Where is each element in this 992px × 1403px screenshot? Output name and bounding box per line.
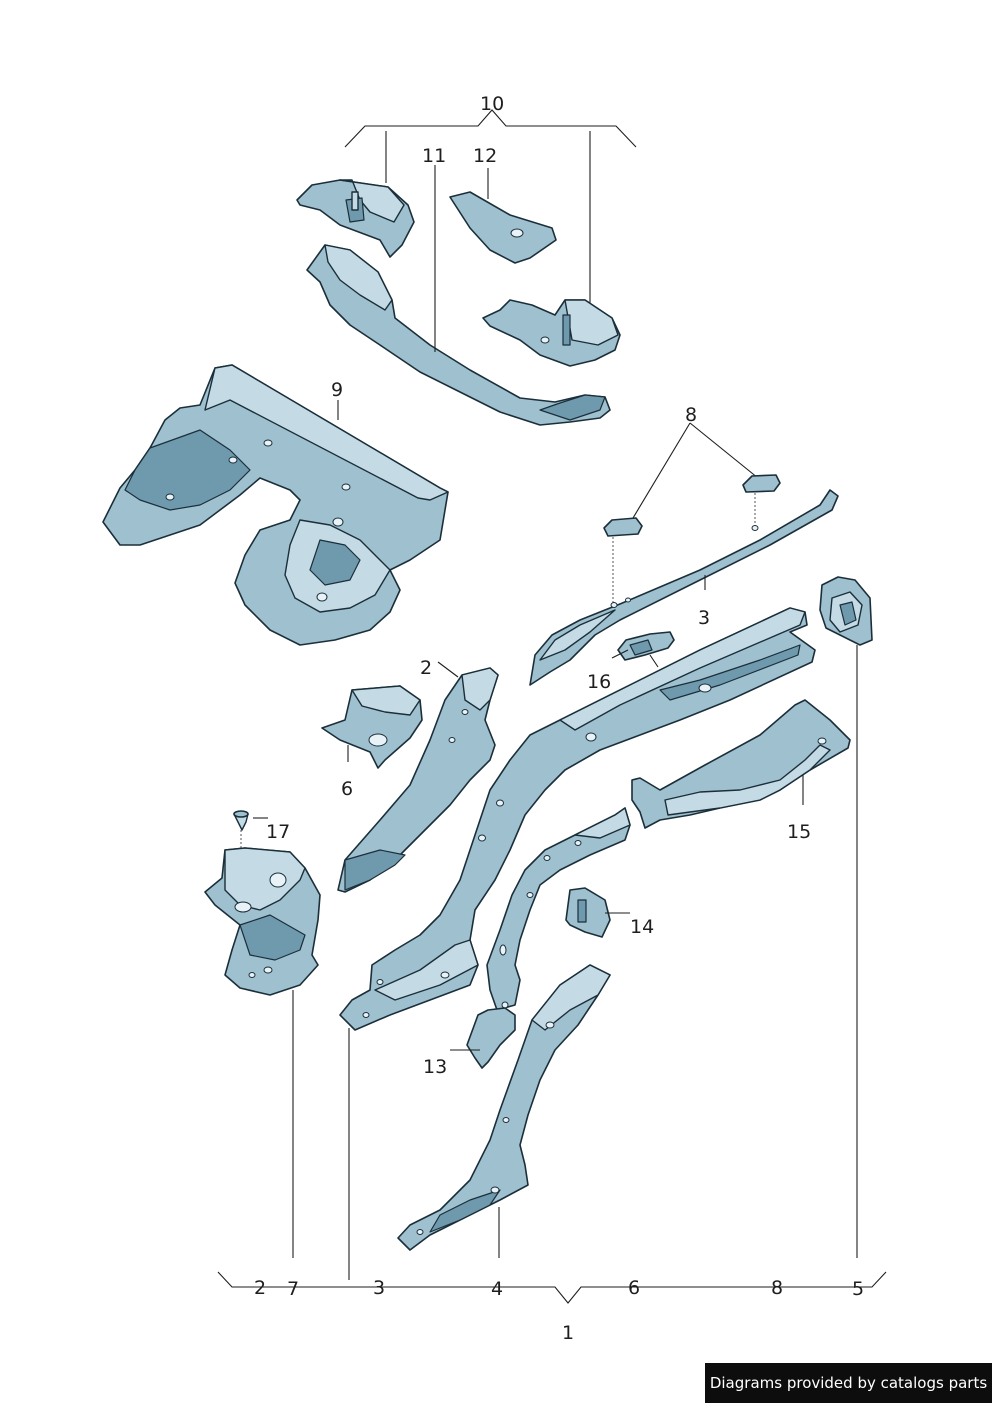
- label-11: 11: [422, 145, 446, 167]
- label-6-top: 6: [341, 778, 353, 800]
- label-16: 16: [587, 671, 611, 693]
- label-1: 1: [562, 1322, 574, 1344]
- bracket-1: [217, 1271, 887, 1304]
- label-17: 17: [266, 821, 290, 843]
- part-9-floor-assembly: [102, 364, 449, 646]
- label-4: 4: [491, 1278, 503, 1300]
- bracket-10: [344, 109, 637, 303]
- part-10-right-bracket: [482, 299, 621, 367]
- label-5: 5: [852, 1278, 864, 1300]
- part-7-bracket: [204, 847, 321, 1258]
- part-4-inner-rail: [486, 807, 631, 1011]
- label-3-bottom: 3: [373, 1277, 385, 1299]
- part-3-upper-rail: [529, 489, 839, 686]
- label-13: 13: [423, 1056, 447, 1078]
- part-8-clips: [603, 422, 781, 605]
- part-3-main-rail: [339, 607, 816, 1280]
- label-2-top: 2: [420, 657, 432, 679]
- credit-text: Diagrams provided by catalogs parts: [709, 1374, 988, 1392]
- part-15-sill-panel: [631, 699, 851, 829]
- part-5-bracket: [819, 576, 873, 1258]
- part-13-bracket: [450, 1007, 516, 1069]
- part-6-bracket: [321, 685, 423, 769]
- label-8-top: 8: [685, 404, 697, 426]
- part-16-clip: [611, 631, 675, 668]
- part-11-cross-member: [306, 165, 611, 426]
- part-12-plate: [449, 168, 557, 264]
- labels: 10 11 12 9 8 3 2 16 6 15 17 14 13 2 7 3 …: [254, 93, 864, 1344]
- part-14-clip: [565, 887, 630, 938]
- label-15: 15: [787, 821, 811, 843]
- label-14: 14: [630, 916, 654, 938]
- part-2-side-piece: [337, 661, 499, 893]
- label-7: 7: [287, 1278, 299, 1300]
- label-6-bottom: 6: [628, 1277, 640, 1299]
- label-9: 9: [331, 379, 343, 401]
- label-10: 10: [480, 93, 504, 115]
- credit-banner: Diagrams provided by catalogs parts: [705, 1363, 992, 1403]
- label-8-bottom: 8: [771, 1277, 783, 1299]
- label-12: 12: [473, 145, 497, 167]
- label-3-upper: 3: [698, 607, 710, 629]
- part-10-left-bracket: [296, 179, 415, 258]
- label-2-bottom: 2: [254, 1277, 266, 1299]
- part-4-lower-rail: [397, 964, 611, 1258]
